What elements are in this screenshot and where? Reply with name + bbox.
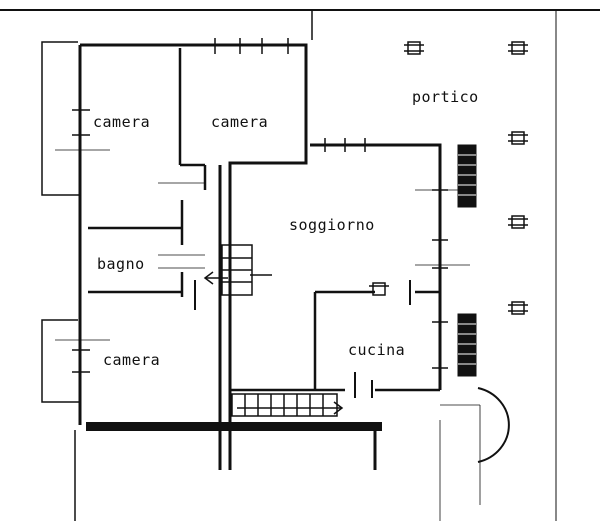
room-label-cucina: cucina [348, 341, 406, 359]
main-stair [231, 393, 344, 417]
room-label-camera-bottom: camera [103, 351, 161, 369]
construction-lines [55, 149, 481, 521]
interior-walls [88, 48, 440, 392]
room-label-soggiorno: soggiorno [289, 216, 375, 234]
radiators [457, 144, 477, 377]
doors [194, 280, 411, 398]
room-label-portico: portico [412, 88, 479, 106]
entrance-arc [477, 387, 510, 463]
interior-stair [203, 244, 272, 296]
heavy-wall [86, 422, 382, 431]
balconies [41, 41, 80, 403]
page-border [0, 9, 600, 521]
columns [369, 41, 528, 315]
room-label-camera-top-left: camera [93, 113, 151, 131]
radiator-fins [458, 154, 476, 365]
exterior-walls [78, 43, 442, 470]
room-label-bagno: bagno [97, 255, 145, 273]
windows [72, 38, 448, 373]
room-label-camera-top-center: camera [211, 113, 269, 131]
